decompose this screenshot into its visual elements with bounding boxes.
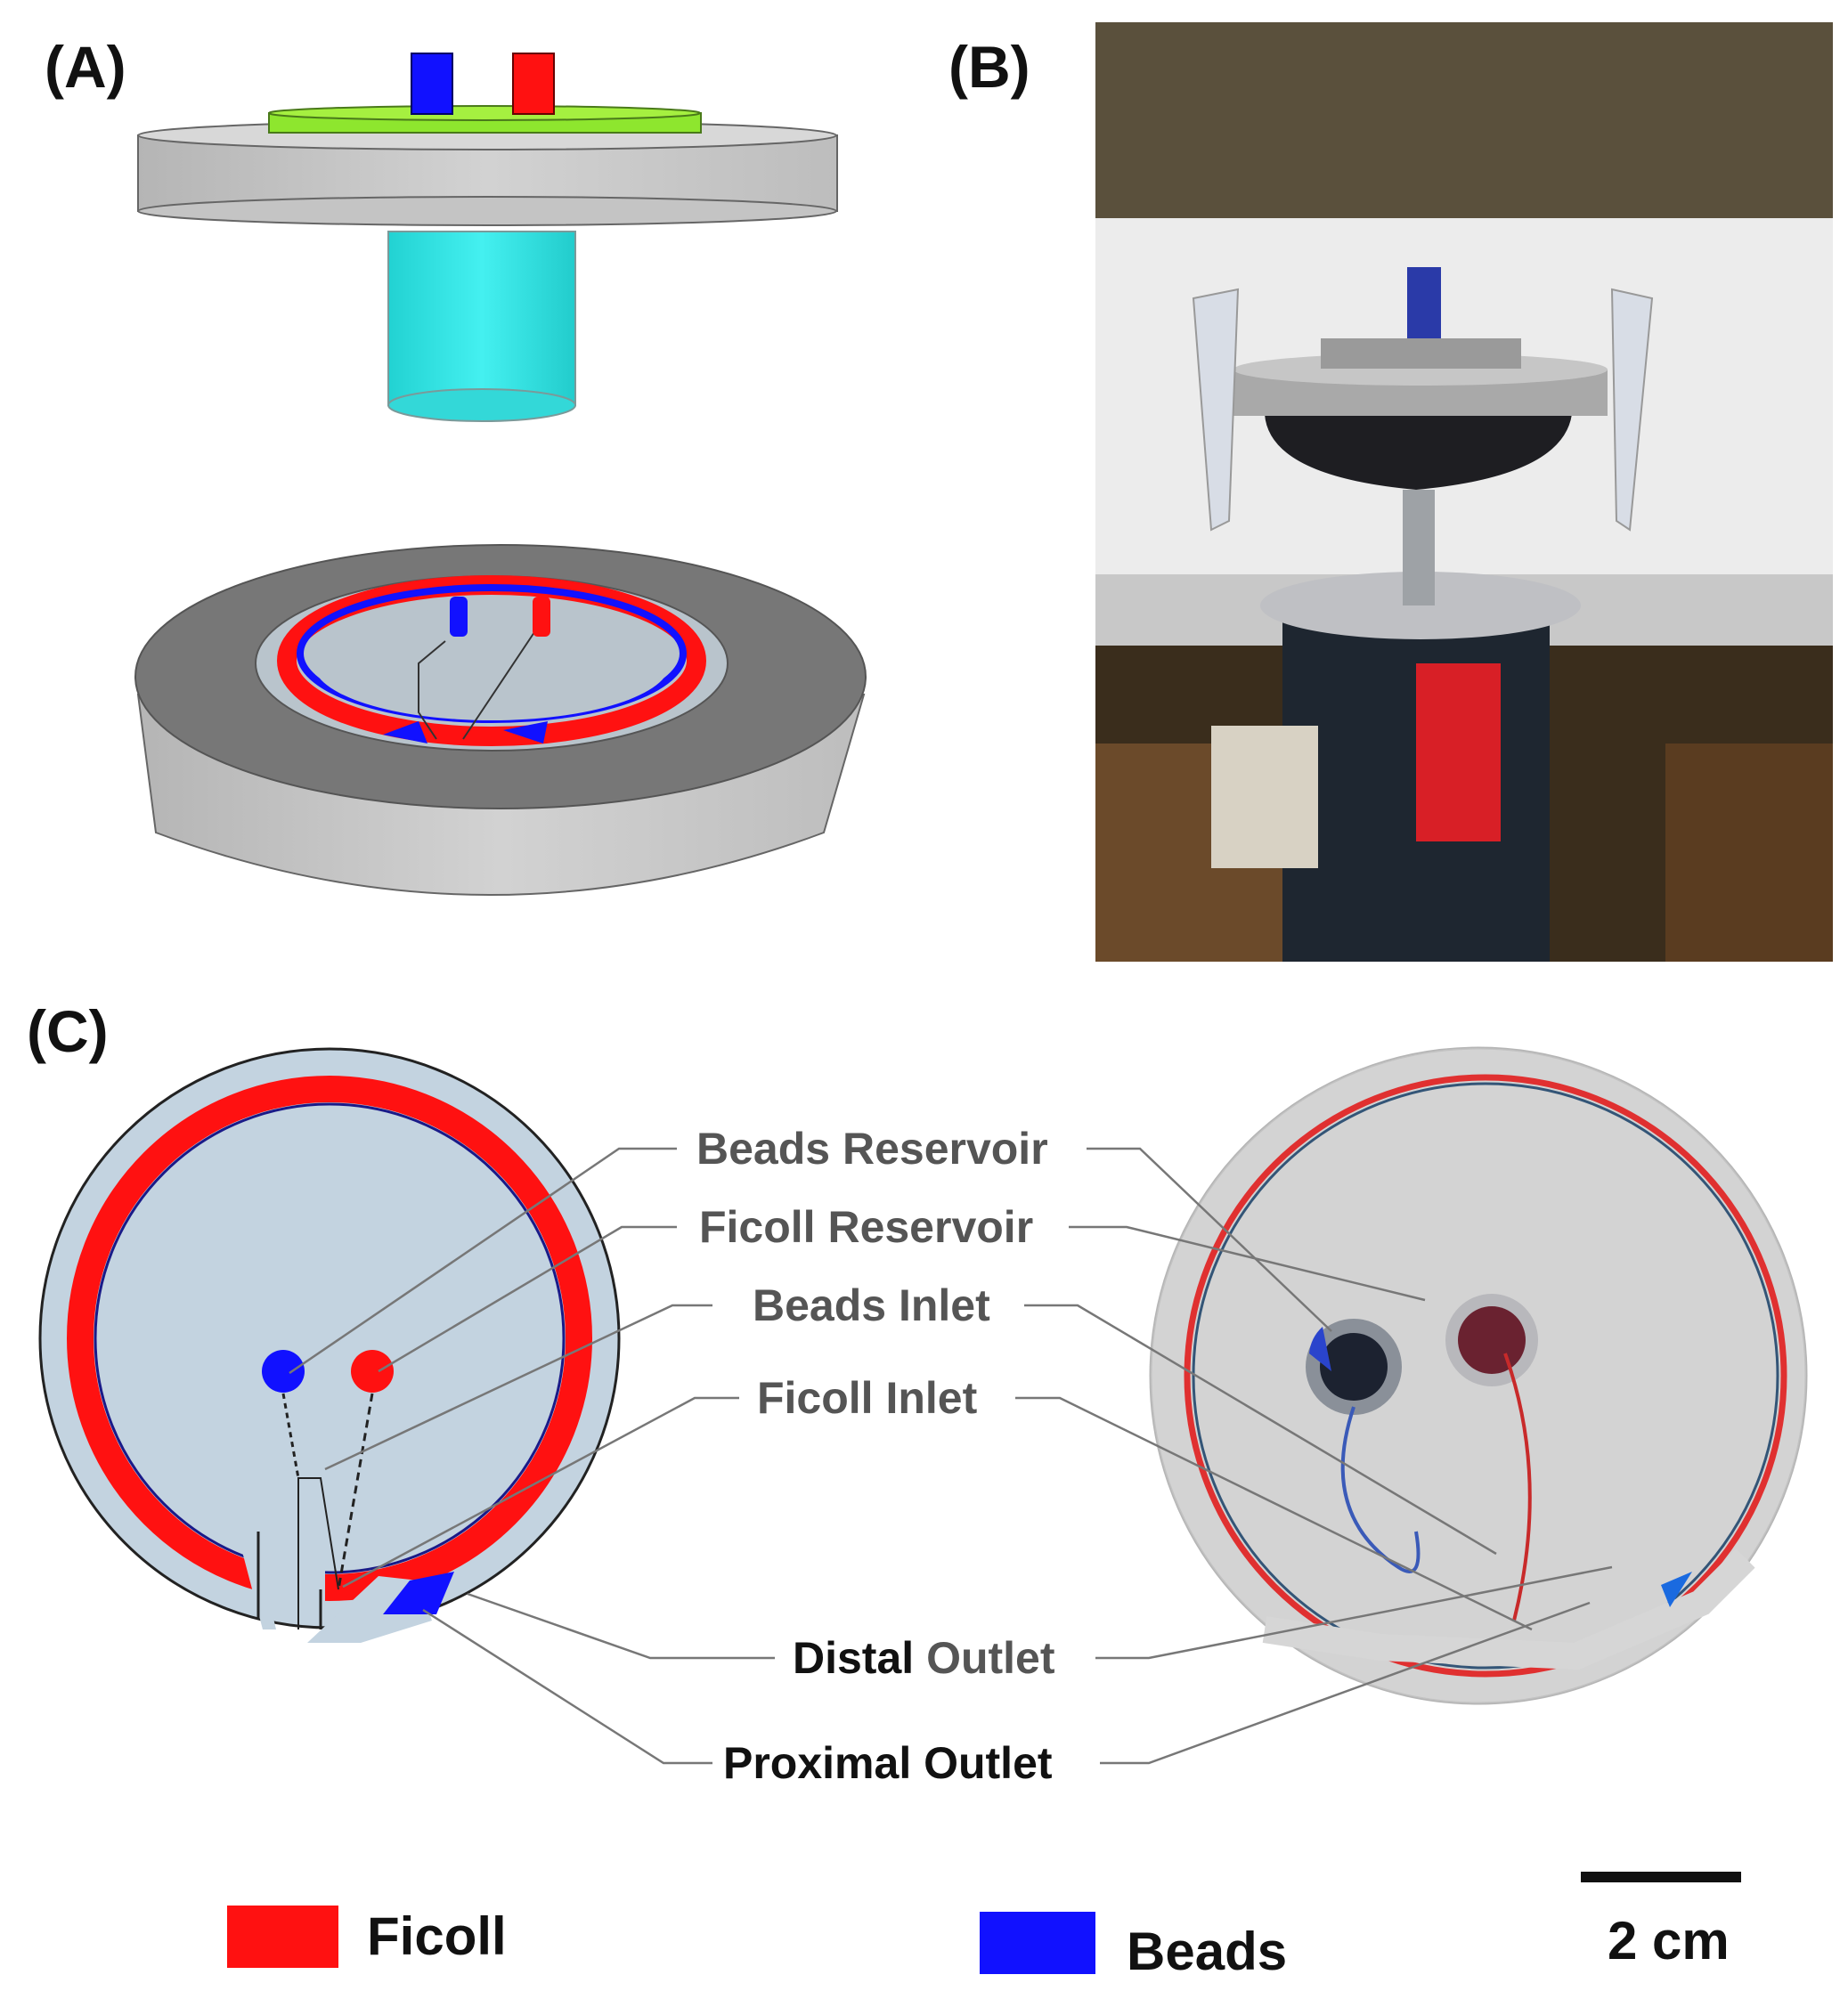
callout-ficoll-inlet: Ficoll Inlet — [757, 1373, 978, 1423]
photo-black-disk — [1265, 414, 1572, 490]
channel-schematic — [38, 1047, 621, 1643]
cyan-shaft — [387, 231, 576, 406]
callout-ficoll-reservoir: Ficoll Reservoir — [699, 1202, 1034, 1252]
callout-distal-outlet: Distal Outlet — [793, 1636, 1055, 1680]
blue-port-top — [411, 53, 453, 115]
inlet-channel-outline — [297, 1477, 339, 1629]
schematic-beads-reservoir — [262, 1350, 305, 1393]
schematic-ficoll-reservoir — [351, 1350, 394, 1393]
photo-wall — [1095, 22, 1833, 227]
legend-beads-swatch — [980, 1912, 1095, 1974]
panel-label-b: (B) — [948, 34, 1030, 100]
photo-shaft — [1403, 490, 1435, 605]
scale-bar — [1581, 1872, 1741, 1882]
callout-beads-inlet: Beads Inlet — [753, 1280, 990, 1330]
red-port-top — [512, 53, 555, 115]
device-photo — [1095, 22, 1833, 962]
blue-port-3d — [450, 597, 468, 637]
legend-beads-label: Beads — [1127, 1922, 1288, 1981]
callout-beads-reservoir: Beads Reservoir — [696, 1124, 1048, 1174]
legend-ficoll-label: Ficoll — [367, 1906, 507, 1966]
outlet-divider — [256, 1532, 322, 1629]
red-port-3d — [533, 597, 550, 637]
channel-disk-photo — [1149, 1046, 1808, 1705]
upper-device-assembly — [137, 53, 838, 422]
beads-inlet-line — [281, 1393, 300, 1479]
panel-label-c: (C) — [27, 998, 109, 1064]
callout-proximal-outlet: Proximal Outlet — [723, 1738, 1053, 1788]
lower-device-assembly — [134, 544, 867, 896]
device-3d-assembly — [134, 53, 867, 896]
distal-bold-label: Distal — [793, 1633, 915, 1683]
legend-ficoll-swatch — [227, 1906, 338, 1968]
distal-outlet-label: Outlet — [914, 1633, 1055, 1683]
scale-bar-label: 2 cm — [1608, 1911, 1730, 1971]
panel-label-a: (A) — [45, 34, 126, 100]
